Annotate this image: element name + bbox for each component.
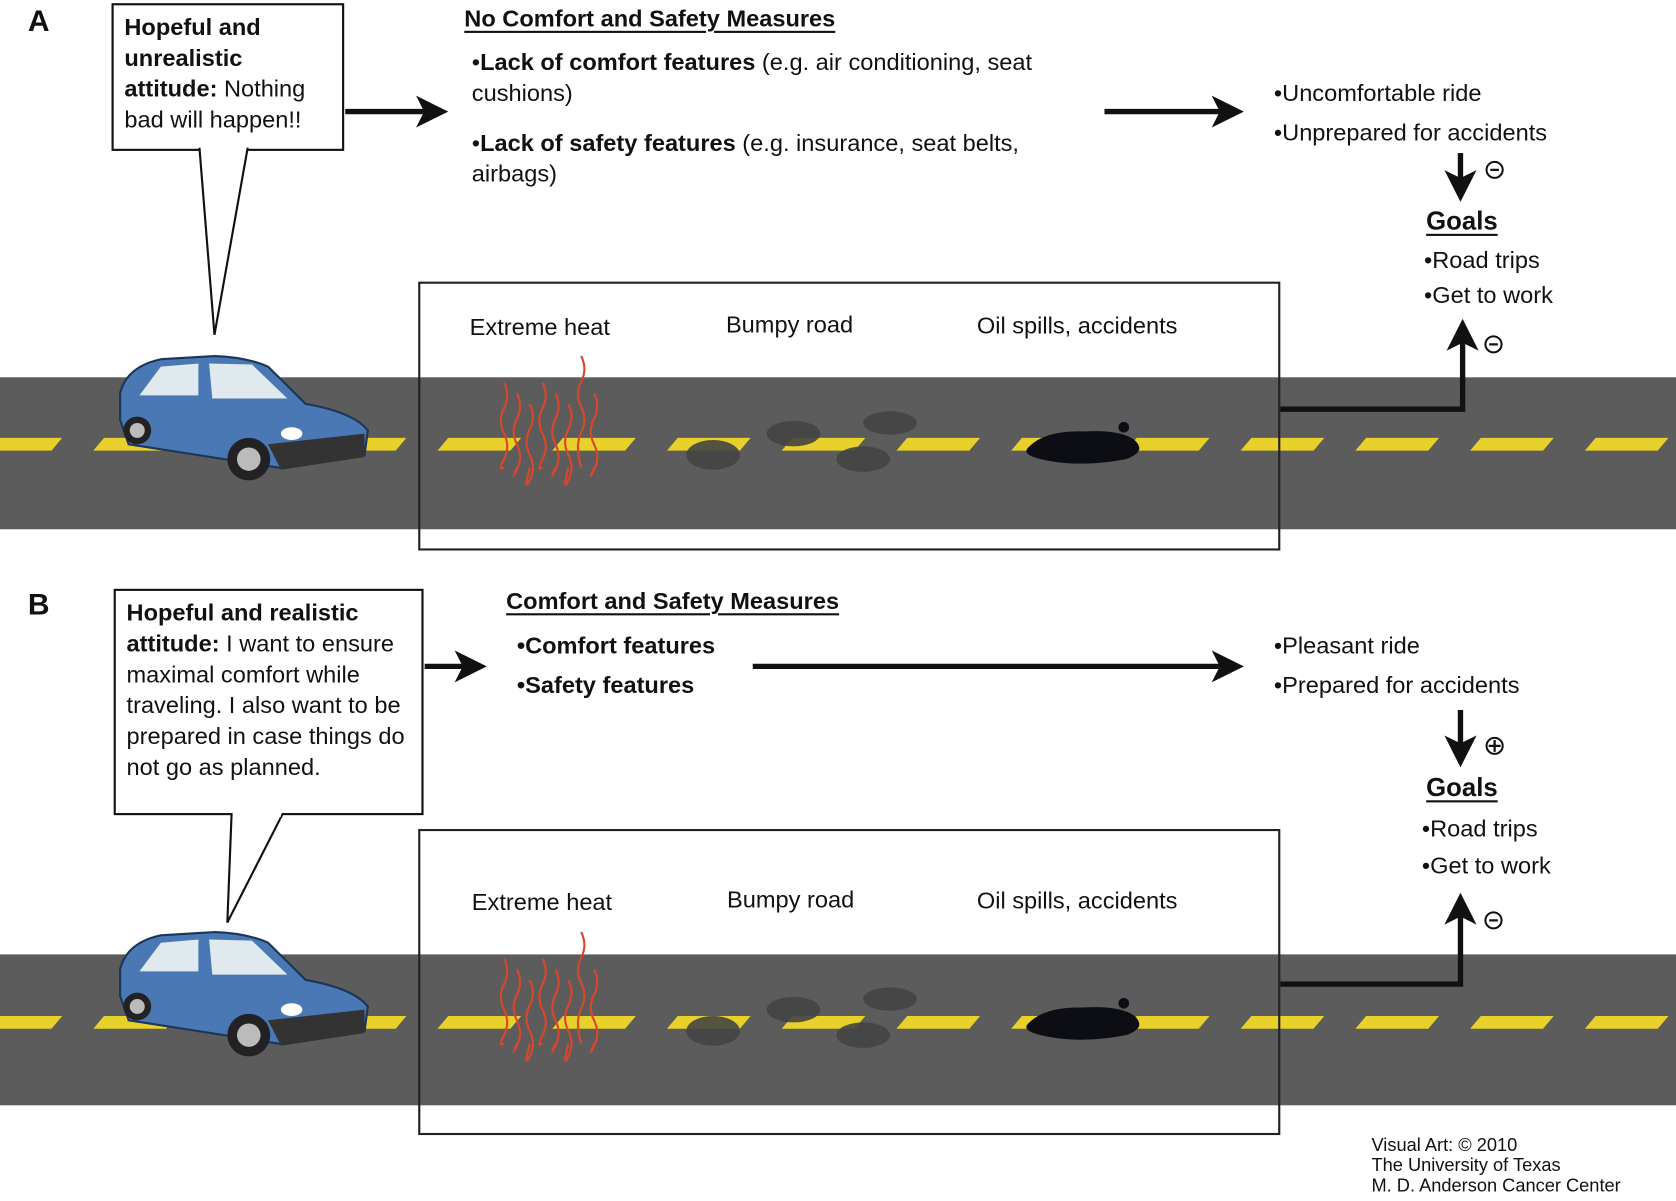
arrow-icon bbox=[345, 95, 1479, 987]
hazard-extreme-heat: Extreme heat bbox=[471, 888, 613, 916]
lane-dash bbox=[1240, 1016, 1325, 1029]
hazard-bumpy-road: Bumpy road bbox=[725, 311, 854, 338]
measure-bold: Comfort features bbox=[525, 632, 716, 659]
lane-dash bbox=[437, 437, 522, 451]
measure-text: (e.g. air conditioning, seat cushions) bbox=[471, 48, 1033, 107]
measure-comfort-a: •Lack of comfort features (e.g. air cond… bbox=[471, 48, 1033, 107]
car-icon bbox=[119, 931, 369, 1057]
positive-sign-icon: ⊕ bbox=[1482, 729, 1507, 761]
measure-safety-b: •Safety features bbox=[516, 671, 695, 699]
oil-spill-icon bbox=[1026, 421, 1140, 464]
hazard-extreme-heat: Extreme heat bbox=[469, 313, 610, 341]
credit: Visual Art: © 2010 The University of Tex… bbox=[1371, 1135, 1620, 1196]
measure-comfort-b: •Comfort features bbox=[516, 632, 716, 659]
heat-waves-icon bbox=[499, 931, 599, 1062]
measure-bold: Safety features bbox=[525, 671, 695, 699]
goal-b-2: •Get to work bbox=[1421, 852, 1551, 879]
lane-dash bbox=[1470, 437, 1554, 451]
lane-dash bbox=[1355, 437, 1440, 451]
hazard-oil-spills: Oil spills, accidents bbox=[976, 887, 1178, 915]
measure-text: (e.g. insurance, seat belts, airbags) bbox=[471, 129, 1019, 188]
lane-dash bbox=[1125, 1016, 1210, 1029]
negative-sign-icon: ⊝ bbox=[1481, 327, 1506, 360]
attitude-text: Nothing bad will happen!! bbox=[124, 75, 306, 133]
goal-a-1: •Road trips bbox=[1424, 246, 1540, 274]
oil-spill-icon bbox=[1026, 997, 1140, 1040]
goal-a-2: •Get to work bbox=[1424, 281, 1553, 309]
hazard-oil-spills: Oil spills, accidents bbox=[976, 312, 1178, 340]
goal-b-1: •Road trips bbox=[1421, 815, 1538, 842]
attitude-text: I want to ensure maximal comfort while t… bbox=[126, 630, 405, 781]
credit-line: M. D. Anderson Cancer Center bbox=[1371, 1175, 1621, 1196]
outcome-b-1: •Pleasant ride bbox=[1273, 632, 1420, 659]
lane-dash bbox=[1584, 1016, 1669, 1029]
bumps-icon bbox=[686, 987, 917, 1048]
attitude-bold: Hopeful and realistic attitude: bbox=[126, 599, 359, 657]
measure-safety-a: •Lack of safety features (e.g. insurance… bbox=[471, 129, 1019, 188]
bumps-icon bbox=[686, 411, 917, 472]
hazards-box-a bbox=[418, 281, 1281, 551]
panel-a-label: A bbox=[27, 4, 50, 38]
attitude-bold: Hopeful and unrealistic attitude: bbox=[124, 13, 261, 103]
car-icon bbox=[119, 354, 369, 481]
goals-heading-a: Goals bbox=[1426, 207, 1498, 236]
outcome-a-2: •Unprepared for accidents bbox=[1273, 119, 1548, 146]
lane-dash bbox=[1355, 1016, 1440, 1029]
lane-dash bbox=[1125, 437, 1210, 451]
outcome-b-2: •Prepared for accidents bbox=[1273, 671, 1520, 699]
measures-heading-b: Comfort and Safety Measures bbox=[506, 587, 840, 615]
measures-heading-a: No Comfort and Safety Measures bbox=[464, 5, 836, 32]
credit-line: The University of Texas bbox=[1371, 1155, 1561, 1176]
measure-bold: Lack of safety features bbox=[480, 129, 736, 157]
lane-dash bbox=[896, 1016, 981, 1029]
measure-bold: Lack of comfort features bbox=[480, 48, 756, 76]
bubble-tail-a bbox=[198, 147, 249, 335]
hazards-box-b bbox=[418, 828, 1281, 1136]
panel-b-label: B bbox=[27, 587, 50, 621]
goals-heading-b: Goals bbox=[1426, 773, 1498, 803]
attitude-bubble-a: Hopeful and unrealistic attitude: Nothin… bbox=[111, 3, 345, 151]
negative-sign-icon: ⊝ bbox=[1481, 903, 1506, 936]
lane-dash bbox=[0, 1016, 63, 1029]
lane-dash bbox=[0, 437, 63, 451]
attitude-bubble-b: Hopeful and realistic attitude: I want t… bbox=[113, 588, 424, 816]
hazard-bumpy-road: Bumpy road bbox=[727, 886, 855, 913]
heat-waves-icon bbox=[499, 355, 599, 486]
lane-dash bbox=[1240, 437, 1325, 451]
outcome-a-1: •Uncomfortable ride bbox=[1273, 79, 1482, 107]
lane-markings-a bbox=[0, 437, 1669, 451]
lane-dash bbox=[1584, 437, 1669, 451]
credit-line: Visual Art: © 2010 bbox=[1371, 1135, 1518, 1156]
bubble-tail-b bbox=[226, 812, 285, 923]
negative-sign-icon: ⊝ bbox=[1482, 153, 1507, 185]
lane-dash bbox=[896, 437, 981, 451]
lane-dash bbox=[437, 1016, 522, 1029]
lane-dash bbox=[1470, 1016, 1554, 1029]
